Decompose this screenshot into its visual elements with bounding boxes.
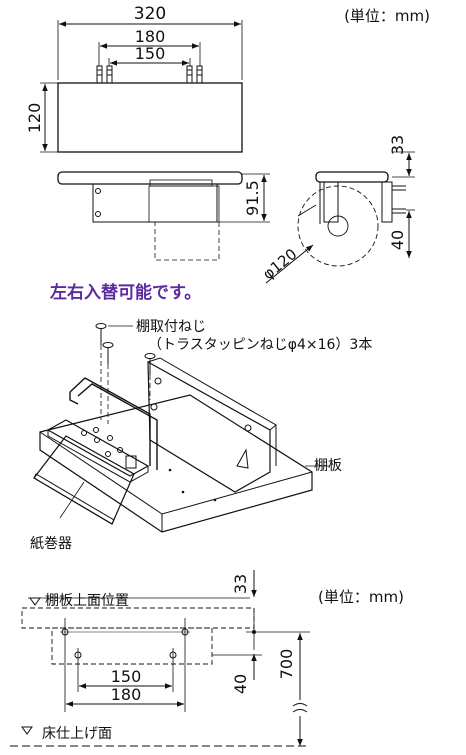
dim-33-top: 33: [388, 135, 407, 155]
screw-spec-label: （トラスタッピンねじφ4×16）3本: [148, 337, 372, 353]
screw-label: 棚取付ねじ: [136, 319, 206, 335]
unit-label-bottom: (単位：mm): [318, 588, 404, 606]
reversible-note: 左右入替可能です。: [50, 282, 201, 303]
dim-180-bottom: 180: [111, 685, 142, 704]
shelf-front-panel: [57, 82, 243, 153]
unit-label-top: (単位：mm): [344, 7, 430, 25]
dim-40-top: 40: [388, 230, 407, 250]
roll-side-view: 33 40 φ120: [259, 135, 415, 284]
dim-180-top: 180: [135, 27, 166, 46]
floor-label: 床仕上げ面: [42, 726, 112, 742]
dim-40-bottom: 40: [231, 674, 250, 694]
dim-33-bottom: 33: [231, 574, 250, 594]
front-view: 320 180 150 120: [25, 4, 243, 153]
under-view: 91.5: [57, 171, 270, 261]
assembly-view: [33, 323, 330, 533]
holder-label: 紙巻器: [30, 536, 72, 552]
dim-320: 320: [134, 4, 166, 24]
dim-150-bottom: 150: [111, 667, 142, 686]
mounting-view: [10, 570, 310, 747]
dim-150-top: 150: [135, 44, 166, 63]
screw-icons: [96, 65, 203, 84]
dim-91-5: 91.5: [243, 180, 262, 216]
dim-700: 700: [277, 649, 296, 680]
shelf-top-label: 棚板上面位置: [45, 593, 129, 609]
assembly-screw-icons: [95, 323, 156, 424]
shelf-label: 棚板: [314, 458, 342, 474]
dim-diameter-120: φ120: [259, 245, 300, 283]
dim-120: 120: [25, 103, 44, 134]
